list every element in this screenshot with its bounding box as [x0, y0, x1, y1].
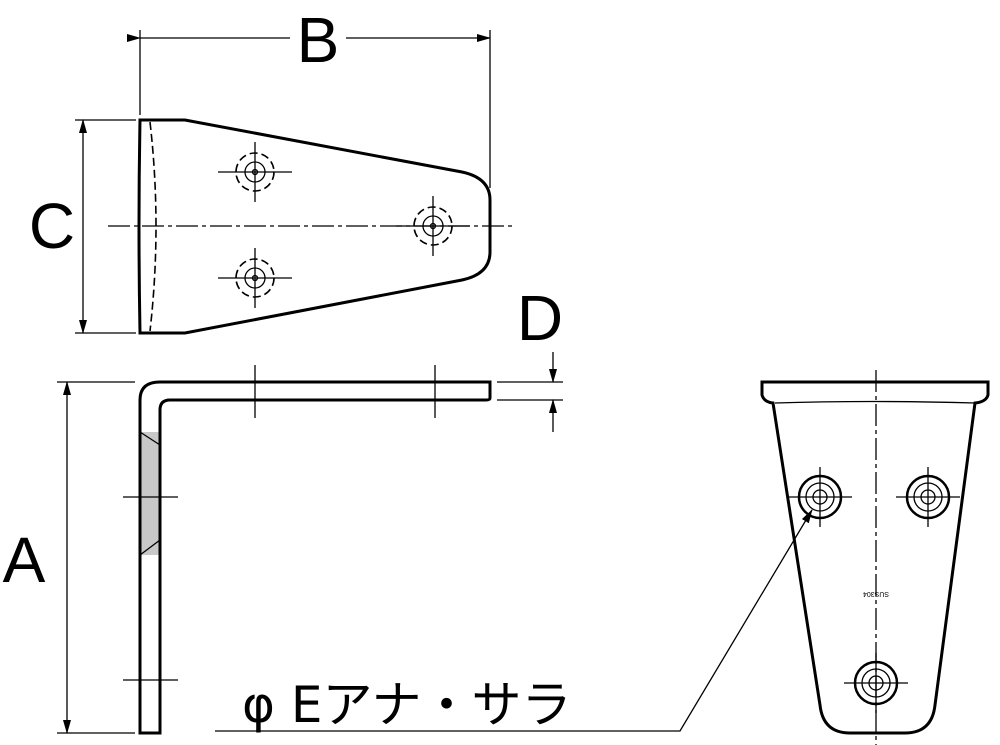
countersunk-hole-icon	[786, 465, 854, 529]
bottom-view: SUS304	[760, 370, 990, 745]
side-view	[123, 365, 492, 735]
countersunk-hole-icon	[842, 651, 910, 715]
countersunk-hole-icon	[894, 465, 962, 529]
dimension-a: A	[3, 381, 135, 734]
hole-icon	[217, 247, 293, 309]
top-view	[108, 118, 514, 335]
hole-callout: φ Eアナ・サラ	[215, 509, 813, 734]
dimension-d: D	[497, 282, 563, 432]
hole-icon	[217, 141, 293, 203]
dimension-b: B	[127, 4, 491, 188]
dimension-label-c: C	[29, 190, 75, 262]
material-marking: SUS304	[863, 590, 889, 597]
dimension-c: C	[29, 119, 136, 334]
hole-note: φ Eアナ・サラ	[242, 676, 571, 734]
dimension-label-b: B	[297, 4, 340, 76]
hole-icon	[395, 195, 471, 257]
dimension-label-a: A	[3, 524, 46, 596]
dimension-label-d: D	[517, 282, 563, 354]
